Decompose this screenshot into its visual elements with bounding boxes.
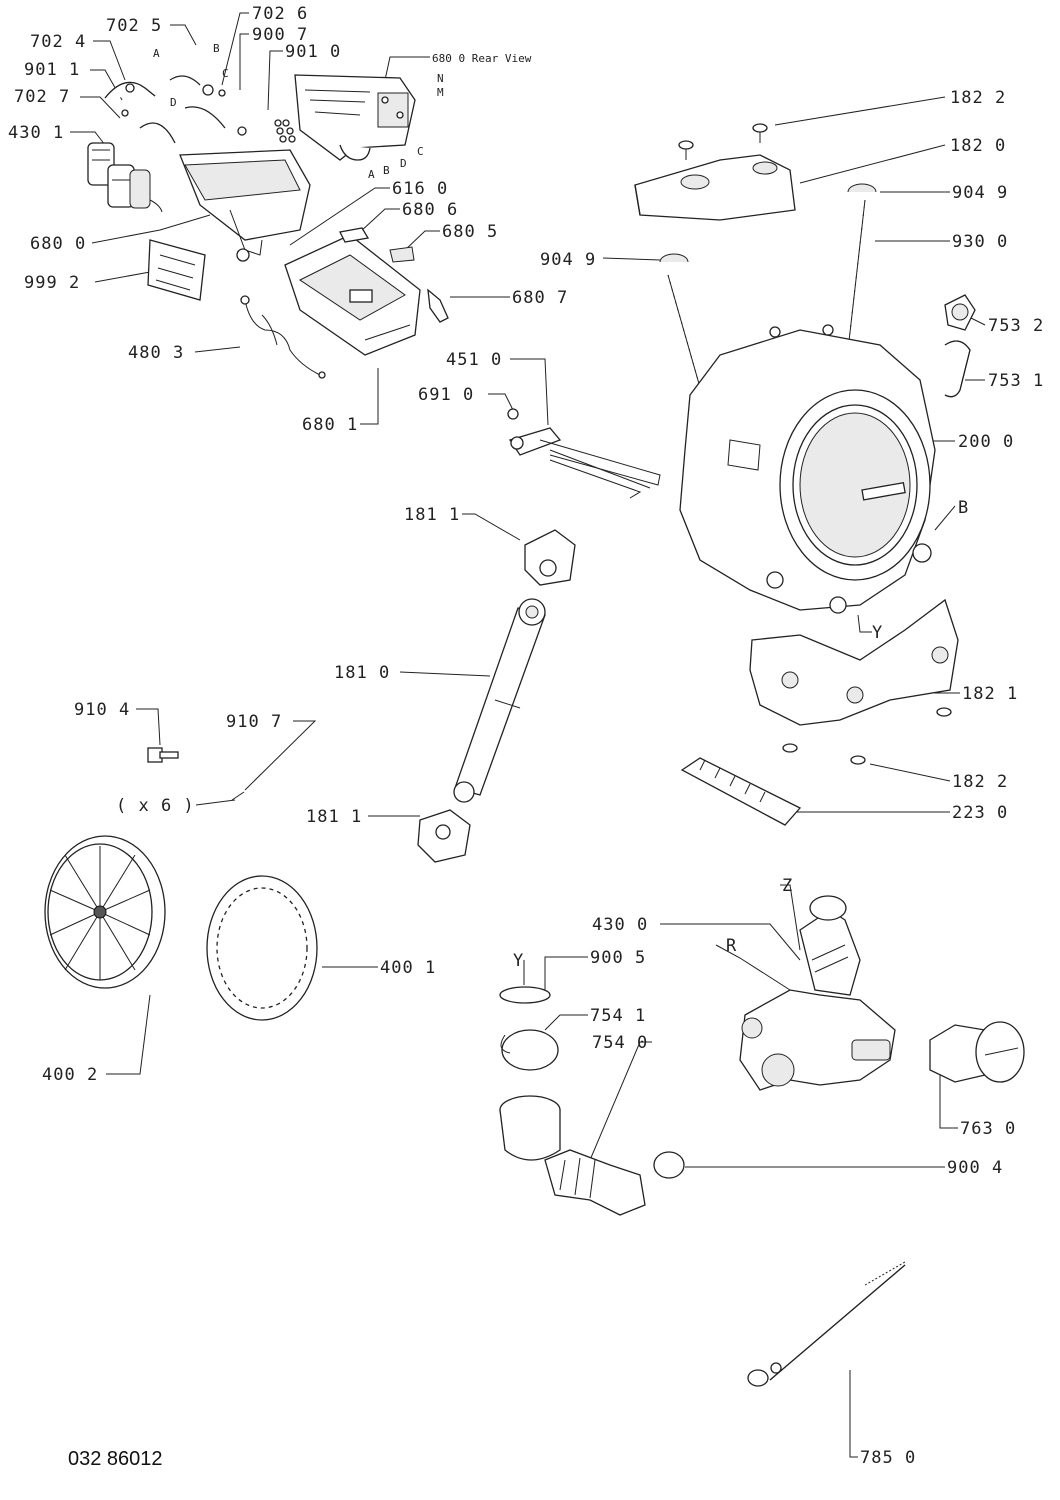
callout-label-p7027: 702 7 [14, 87, 70, 107]
pressure-switch [944, 294, 976, 398]
hose-clamp [653, 1151, 685, 1179]
callout-label-p6807: 680 7 [512, 288, 568, 308]
tag-c-rear: C [417, 145, 424, 158]
callout-label-p2000: 200 0 [958, 432, 1014, 452]
callout-label-p6800: 680 0 [30, 234, 86, 254]
callout-label-p7024: 702 4 [30, 32, 86, 52]
shock-absorber [453, 598, 546, 803]
callout-label-p6801: 680 1 [302, 415, 358, 435]
tag-b-rear: B [383, 164, 390, 177]
callout-label-p9004: 900 4 [947, 1158, 1003, 1178]
callout-label-p9300: 930 0 [952, 232, 1008, 252]
damper-mount-top [524, 529, 576, 586]
callout-label-p6800rear: 680 0 Rear View [432, 52, 532, 65]
control-board [147, 239, 206, 301]
callout-label-p7026: 702 6 [252, 4, 308, 24]
drum-tub [679, 324, 936, 614]
callout-label-p4002: 400 2 [42, 1065, 98, 1085]
callout-label-pR: R [726, 936, 737, 956]
callout-label-p1822b: 182 2 [952, 772, 1008, 792]
callout-label-p9010: 901 0 [285, 42, 341, 62]
tag-a-rear: A [368, 168, 375, 181]
callout-label-p9049b: 904 9 [540, 250, 596, 270]
tag-a-top: A [153, 47, 160, 60]
callout-label-p7531: 753 1 [988, 371, 1044, 391]
tag-d-rear: D [400, 157, 407, 170]
counterweight-bottom [749, 598, 959, 726]
heater-element [508, 427, 661, 499]
callout-label-p6806: 680 6 [402, 200, 458, 220]
callout-label-p4803: 480 3 [128, 343, 184, 363]
callout-label-p7850: 785 0 [860, 1448, 916, 1468]
callout-label-p4300: 430 0 [592, 915, 648, 935]
damper-mount-bottom [417, 809, 471, 863]
dispenser-rear-view [294, 74, 416, 161]
callout-label-p7630: 763 0 [960, 1119, 1016, 1139]
drive-pulley [44, 835, 166, 989]
screws-top [678, 123, 768, 160]
motor-stator [206, 875, 318, 1021]
callout-label-p1811a: 181 1 [404, 505, 460, 525]
callout-label-p6160: 616 0 [392, 179, 448, 199]
callout-label-p1820: 182 0 [950, 136, 1006, 156]
callout-label-p9104: 910 4 [74, 700, 130, 720]
hardware-cluster [274, 119, 296, 143]
callout-label-p9049a: 904 9 [952, 183, 1008, 203]
callout-label-p7532: 753 2 [988, 316, 1044, 336]
inlet-hose [747, 1261, 906, 1387]
dispenser-small-parts [339, 227, 449, 323]
callout-label-p1810: 181 0 [334, 663, 390, 683]
callout-label-pZ: Z [782, 876, 793, 896]
tag-n: N [437, 72, 444, 85]
callout-label-p4001: 400 1 [380, 958, 436, 978]
callout-label-pB: B [958, 498, 969, 518]
callout-label-p7025: 702 5 [106, 16, 162, 36]
dispenser-housing [179, 149, 311, 262]
small-screw [231, 791, 245, 801]
tag-d-top: D [170, 96, 177, 109]
callout-label-p9107: 910 7 [226, 712, 282, 732]
screws-bottom [782, 707, 952, 765]
tag-c-top: C [222, 67, 229, 80]
callout-label-p6910: 691 0 [418, 385, 474, 405]
callout-label-p2230: 223 0 [952, 803, 1008, 823]
callout-label-p9007: 900 7 [252, 25, 308, 45]
callout-label-p1822a: 182 2 [950, 88, 1006, 108]
callout-label-pY1: Y [872, 623, 883, 643]
pump-filter [929, 1021, 1025, 1083]
callout-label-p7541: 754 1 [590, 1006, 646, 1026]
document-number: 032 86012 [68, 1448, 163, 1470]
heater-nut [507, 408, 519, 420]
callout-label-p7540: 754 0 [592, 1033, 648, 1053]
callout-label-p4510: 451 0 [446, 350, 502, 370]
inlet-valve [87, 142, 163, 213]
callout-label-pY2: Y [513, 951, 524, 971]
drain-seals [499, 986, 559, 1071]
drain-bellows [499, 1095, 646, 1216]
callout-label-p1821: 182 1 [962, 684, 1018, 704]
drain-pump [739, 895, 896, 1091]
hose-letter-tags: A B C D N M C D B A [153, 42, 444, 181]
callout-label-p9005: 900 5 [590, 948, 646, 968]
wire-harness [240, 295, 326, 379]
callout-label-p4301: 430 1 [8, 123, 64, 143]
inlet-hoses-group [104, 75, 247, 144]
callout-label-p1811b: 181 1 [306, 807, 362, 827]
tag-m: M [437, 86, 444, 99]
leader-lines [70, 12, 986, 1458]
callout-label-p9992: 999 2 [24, 273, 80, 293]
bolt [147, 747, 179, 763]
callout-label-p9011: 901 1 [24, 60, 80, 80]
drum-lifter [680, 757, 802, 826]
counterweight-top [634, 154, 796, 221]
callout-label-px6: ( x 6 ) [116, 796, 195, 816]
callout-label-p6805: 680 5 [442, 222, 498, 242]
tag-b-top: B [213, 42, 220, 55]
